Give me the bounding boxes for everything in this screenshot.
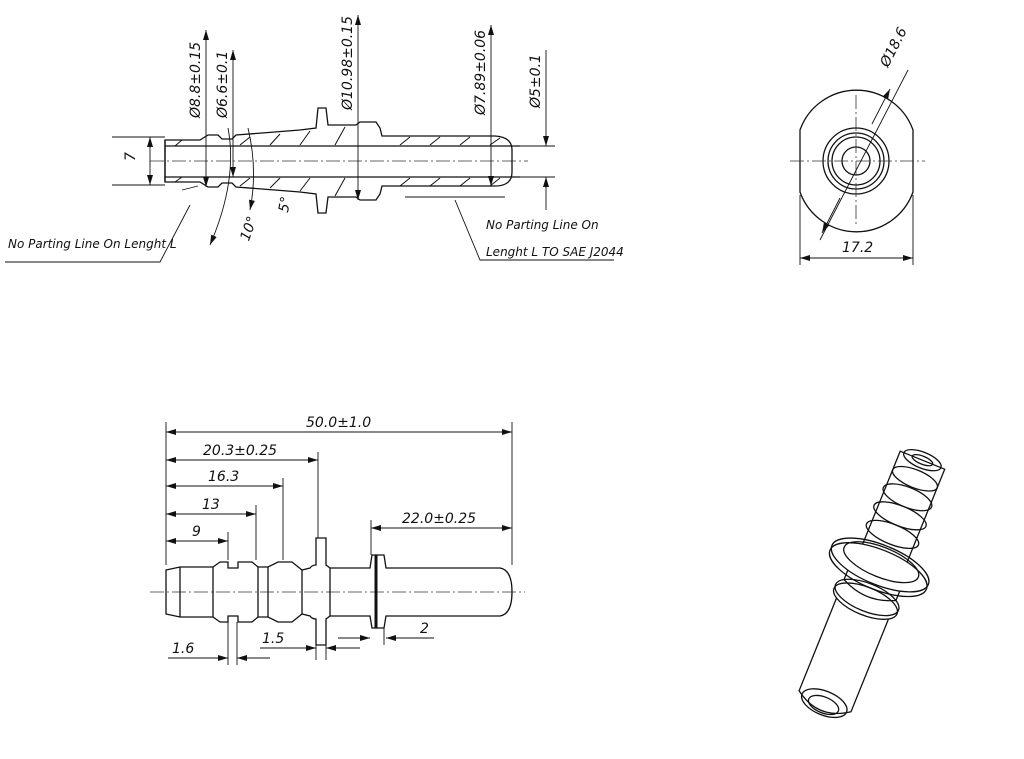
dim-7: 7 — [123, 152, 139, 161]
section-view: 7 Ø8.8±0.15 Ø6.6±0.1 Ø10.98±0.15 Ø7.89±0… — [5, 15, 624, 263]
dim-d10-98: Ø10.98±0.15 — [340, 16, 356, 111]
hatching — [174, 126, 501, 197]
angle-10: 10° — [237, 214, 261, 243]
dim-d18-6: Ø18.6 — [877, 25, 911, 71]
dim-d7-89: Ø7.89±0.06 — [473, 30, 489, 116]
dim-20-3: 20.3±0.25 — [203, 443, 277, 459]
dim-1-6: 1.6 — [172, 641, 194, 657]
side-view: 50.0±1.0 20.3±0.25 16.3 13 9 22.0±0.25 1… — [150, 415, 525, 665]
part-outline — [164, 107, 513, 214]
dim-d5: Ø5±0.1 — [528, 54, 544, 109]
note-no-parting-line-right-1: No Parting Line On — [486, 218, 599, 232]
part-outline — [165, 537, 513, 646]
dim-16-3: 16.3 — [208, 469, 239, 485]
note-no-parting-line-left: No Parting Line On Lenght L — [8, 237, 177, 251]
isometric-view — [798, 449, 946, 719]
dim-d8-8: Ø8.8±0.15 — [188, 42, 204, 119]
note-no-parting-line-right-2: Lenght L TO SAE J2044 — [486, 245, 624, 259]
dim-d6-6: Ø6.6±0.1 — [215, 51, 231, 119]
dim-13: 13 — [202, 497, 220, 513]
dim-50: 50.0±1.0 — [306, 415, 371, 431]
dia-leader — [819, 69, 909, 241]
dim-2: 2 — [420, 621, 429, 637]
dim-17-2: 17.2 — [842, 240, 873, 256]
dim-9: 9 — [192, 524, 201, 540]
dim-1-5: 1.5 — [262, 631, 284, 647]
angle-5: 5° — [276, 195, 295, 213]
dim-22: 22.0±0.25 — [402, 511, 476, 527]
end-view: Ø18.6 17.2 — [790, 25, 925, 265]
